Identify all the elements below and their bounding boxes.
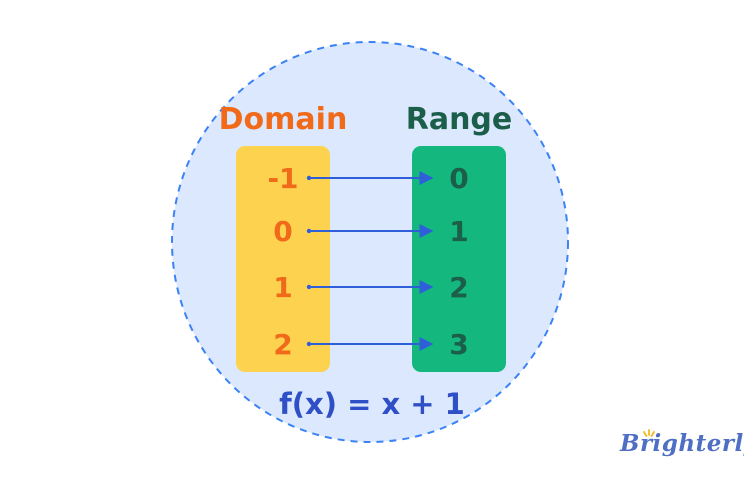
- arrow-tail-dot: [306, 175, 312, 181]
- domain-value: 2: [273, 328, 292, 361]
- domain-box: [236, 146, 330, 372]
- range-value: 3: [449, 328, 468, 361]
- domain-value: -1: [267, 162, 298, 195]
- brighterly-logo: Brighterly: [620, 429, 744, 457]
- range-value: 2: [449, 271, 468, 304]
- range-box: [412, 146, 506, 372]
- logo-text: Brighterly: [620, 430, 744, 457]
- range-value: 1: [449, 215, 468, 248]
- range-heading: Range: [406, 102, 513, 137]
- domain-heading: Domain: [219, 102, 348, 137]
- range-value: 0: [449, 162, 468, 195]
- sun-spark-icon: [642, 418, 656, 445]
- domain-value: 1: [273, 271, 292, 304]
- function-formula: f(x) = x + 1: [279, 387, 465, 421]
- domain-value: 0: [273, 215, 292, 248]
- arrow-tail-dot: [306, 341, 312, 347]
- arrow-tail-dot: [306, 228, 312, 234]
- arrow-tail-dot: [306, 284, 312, 290]
